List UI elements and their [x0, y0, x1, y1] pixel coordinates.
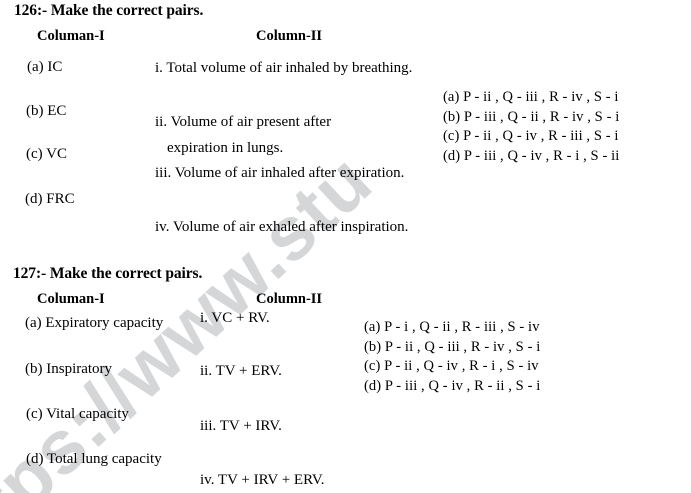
- question-126-option-a[interactable]: (a) P - ii , Q - iii , R - iv , S - i: [443, 89, 619, 105]
- question-127-heading: 127:- Make the correct pairs.: [13, 265, 202, 283]
- question-127-column1-item-c: (c) Vital capacity: [26, 406, 129, 422]
- question-127-column2-item-i: i. VC + RV.: [200, 310, 270, 326]
- question-126-column1-item-b: (b) EC: [26, 103, 67, 119]
- question-126-column1-item-a: (a) IC: [27, 59, 63, 75]
- question-127-column1-item-a: (a) Expiratory capacity: [25, 315, 164, 331]
- question-127-column2-item-iii: iii. TV + IRV.: [200, 418, 282, 434]
- question-126-number: 126:-: [14, 2, 48, 19]
- question-127-option-b[interactable]: (b) P - ii , Q - iii , R - iv , S - i: [364, 338, 541, 355]
- question-126-option-d[interactable]: (d) P - iii , Q - iv , R - i , S - ii: [443, 147, 620, 164]
- question-126-column1-item-d: (d) FRC: [25, 191, 75, 207]
- question-127-option-a[interactable]: (a) P - i , Q - ii , R - iii , S - iv: [364, 319, 540, 335]
- question-126-options: (a) P - ii , Q - iii , R - iv , S - i (b…: [443, 88, 619, 166]
- question-127-number: 127:-: [13, 265, 47, 282]
- question-127-option-d[interactable]: (d) P - iii , Q - iv , R - ii , S - i: [364, 377, 541, 394]
- question-126-option-b[interactable]: (b) P - iii , Q - ii , R - iv , S - i: [443, 108, 620, 125]
- question-126-column1-header: Columan-I: [37, 28, 105, 44]
- question-126-column2-item-i: i. Total volume of air inhaled by breath…: [155, 60, 413, 76]
- question-126-option-c[interactable]: (c) P - ii , Q - iv , R - iii , S - i: [443, 128, 619, 144]
- question-127-prompt: Make the correct pairs.: [49, 265, 203, 282]
- question-127-column2-item-ii: ii. TV + ERV.: [200, 363, 282, 379]
- question-126-heading: 126:- Make the correct pairs.: [14, 2, 204, 19]
- question-126-column1-item-c: (c) VC: [26, 146, 67, 162]
- question-126-column2-item-iv: iv. Volume of air exhaled after inspirat…: [155, 219, 409, 235]
- question-127-options: (a) P - i , Q - ii , R - iii , S - iv (b…: [364, 318, 540, 396]
- question-127-column2-header: Column-II: [256, 291, 323, 307]
- question-126-column2-header: Column-II: [256, 28, 323, 44]
- question-126-column2-item-ii-cont: expiration in lungs.: [167, 140, 284, 156]
- question-127-column1-item-b: (b) Inspiratory: [25, 361, 113, 377]
- question-126-column2-item-ii: ii. Volume of air present after: [155, 114, 332, 130]
- question-127-column1-item-d: (d) Total lung capacity: [26, 451, 162, 467]
- question-126-column2-item-iii: iii. Volume of air inhaled after expirat…: [155, 165, 405, 181]
- question-127-option-c[interactable]: (c) P - ii , Q - iv , R - i , S - iv: [364, 358, 539, 374]
- question-127-column1-header: Columan-I: [37, 291, 105, 307]
- question-127-column2-item-iv: iv. TV + IRV + ERV.: [200, 472, 325, 488]
